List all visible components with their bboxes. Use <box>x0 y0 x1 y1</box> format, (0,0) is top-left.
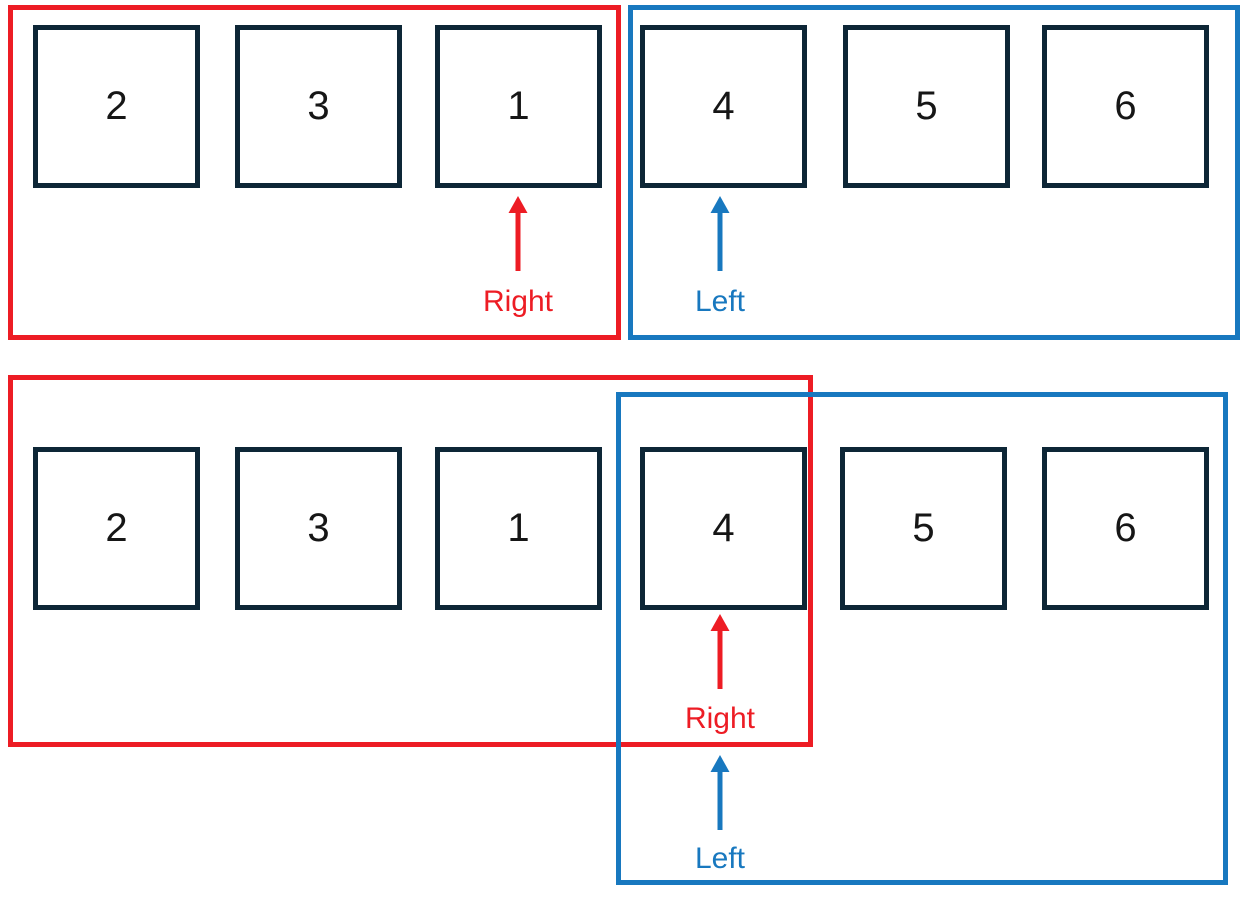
array-cell: 4 <box>640 447 807 610</box>
array-cell: 3 <box>235 25 402 188</box>
left-pointer-up-arrow-icon <box>710 196 730 271</box>
step1-left-region-outline <box>628 5 1240 340</box>
array-cell: 6 <box>1042 447 1209 610</box>
array-cell: 4 <box>640 25 807 188</box>
step1-right-region-outline <box>8 5 621 340</box>
array-cell: 1 <box>435 447 602 610</box>
array-cell: 2 <box>33 447 200 610</box>
step2-right-region-outline <box>8 375 813 747</box>
array-cell: 1 <box>435 25 602 188</box>
left-pointer-up-arrow-icon <box>710 755 730 830</box>
array-cell: 5 <box>840 447 1007 610</box>
step2-left-region-outline <box>616 392 1228 885</box>
right-pointer-label: Right <box>684 702 756 735</box>
right-pointer-up-arrow-icon <box>508 196 528 271</box>
right-pointer-label: Right <box>482 285 554 318</box>
right-pointer-up-arrow-icon <box>710 614 730 689</box>
array-cell: 6 <box>1042 25 1209 188</box>
left-pointer-label: Left <box>694 842 746 875</box>
left-pointer-label: Left <box>694 285 746 318</box>
array-cell: 5 <box>843 25 1010 188</box>
array-cell: 2 <box>33 25 200 188</box>
array-cell: 3 <box>235 447 402 610</box>
